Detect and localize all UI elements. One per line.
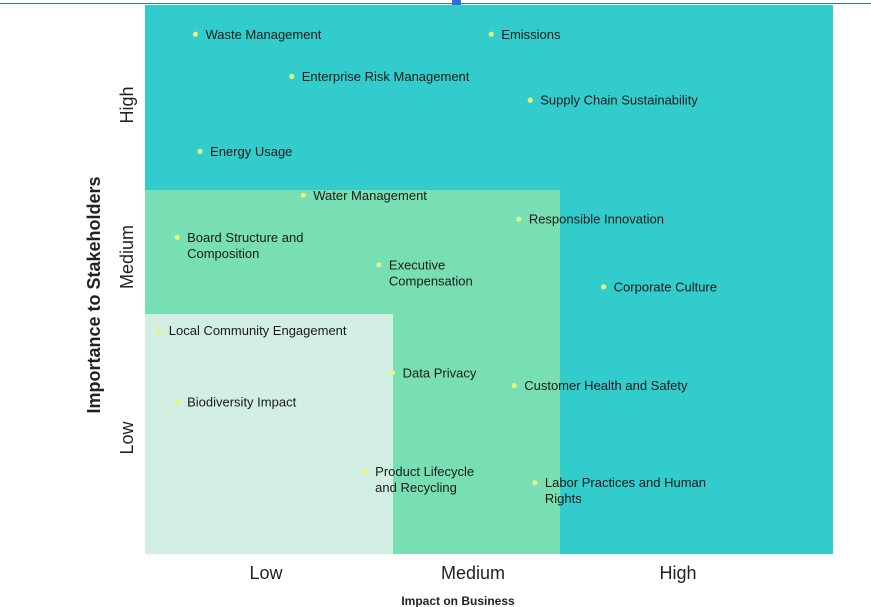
point-marker (516, 216, 522, 222)
point-marker (289, 73, 295, 79)
point-5: Water Management (300, 188, 427, 203)
point-1: Emissions (488, 27, 561, 42)
point-label: Labor Practices and Human (545, 475, 706, 490)
point-marker (174, 399, 180, 405)
point-marker (488, 31, 494, 37)
point-marker (527, 97, 533, 103)
point-label: Corporate Culture (614, 279, 717, 294)
point-label: Enterprise Risk Management (302, 69, 470, 84)
point-label: Biodiversity Impact (187, 395, 296, 410)
point-4: Energy Usage (197, 144, 292, 159)
resize-handle[interactable] (452, 0, 461, 9)
y-axis-title: Importance to Stakeholders (84, 176, 104, 413)
point-label: Rights (545, 491, 582, 506)
point-marker (300, 192, 306, 198)
point-label: Water Management (313, 188, 427, 203)
point-marker (174, 234, 180, 241)
point-marker (156, 328, 162, 334)
point-6: Responsible Innovation (516, 212, 664, 227)
point-label: Local Community Engagement (169, 323, 347, 338)
point-label: Energy Usage (210, 144, 292, 159)
y-tick-label: Medium (117, 225, 137, 289)
zone-low (145, 314, 393, 554)
point-label: and Recycling (375, 480, 457, 495)
point-label: Customer Health and Safety (524, 378, 688, 393)
point-label: Responsible Innovation (529, 212, 664, 227)
point-marker (197, 148, 203, 154)
point-label: Supply Chain Sustainability (540, 93, 698, 108)
point-3: Supply Chain Sustainability (527, 93, 698, 108)
point-label: Product Lifecycle (375, 464, 474, 479)
x-tick-label: High (659, 563, 696, 583)
point-marker (192, 31, 199, 37)
point-11: Data Privacy (390, 365, 477, 380)
point-marker (376, 262, 382, 268)
point-marker (601, 284, 607, 290)
point-9: Corporate Culture (601, 279, 717, 294)
point-marker (532, 480, 538, 486)
top-guide-line (0, 3, 871, 4)
point-10: Local Community Engagement (156, 323, 347, 338)
point-label: Executive (389, 257, 445, 272)
point-label: Emissions (501, 27, 561, 42)
point-label: Waste Management (205, 27, 321, 42)
y-tick-label: High (117, 86, 137, 123)
point-0: Waste Management (192, 27, 322, 42)
y-tick-label: Low (117, 420, 137, 454)
point-label: Compensation (389, 273, 473, 288)
point-label: Data Privacy (403, 365, 477, 380)
point-12: Customer Health and Safety (511, 378, 688, 393)
point-13: Biodiversity Impact (174, 395, 297, 410)
point-marker (511, 383, 517, 389)
point-marker (390, 370, 396, 376)
point-label: Composition (187, 246, 259, 261)
x-axis-title: Impact on Business (401, 594, 515, 607)
zones-layer (145, 5, 833, 554)
x-tick-label: Low (249, 563, 283, 583)
x-tick-label: Medium (441, 563, 505, 583)
point-marker (362, 469, 368, 475)
point-2: Enterprise Risk Management (289, 69, 470, 84)
point-label: Board Structure and (187, 230, 303, 245)
